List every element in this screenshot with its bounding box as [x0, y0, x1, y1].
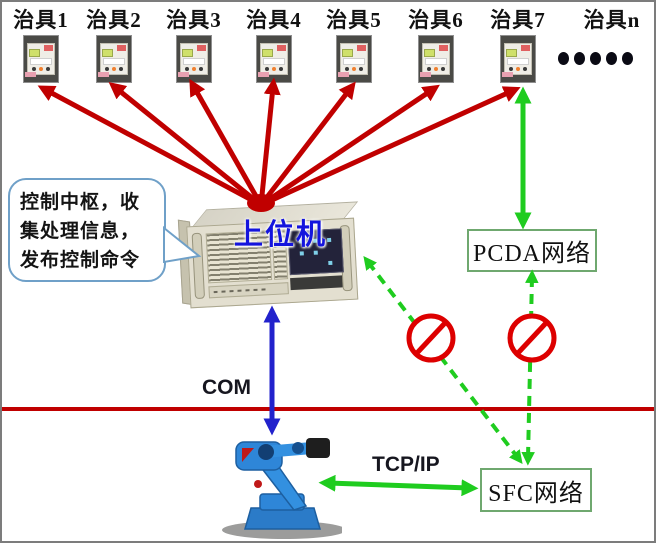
pcda-network-box: PCDA网络: [467, 229, 597, 272]
callout-line-1: 控制中枢，收: [20, 192, 141, 213]
device-red-tag: [521, 45, 530, 51]
jig-group-6: 治具6: [398, 8, 474, 83]
jig-group-7: 治具7: [480, 8, 556, 83]
device-pink-chip: [25, 72, 36, 77]
pc-display-led: [327, 237, 332, 243]
device-screen: [506, 49, 517, 57]
callout-line-2: 集处理信息，: [20, 221, 141, 242]
device-label-strip: [343, 58, 365, 65]
sfc-network-box: SFC网络: [480, 468, 592, 512]
device-red-tag: [357, 45, 366, 51]
jig-group-3: 治具3: [156, 8, 232, 83]
device-pink-chip: [178, 72, 189, 77]
callout-bubble: 控制中枢，收 集处理信息， 发布控制命令: [8, 178, 166, 282]
device-screen: [342, 49, 353, 57]
device-label-strip: [30, 58, 52, 65]
device-pink-chip: [98, 72, 109, 77]
device-leds: [427, 67, 445, 71]
device-leds: [105, 67, 123, 71]
device-label-strip: [263, 58, 285, 65]
jig-group-2: 治具2: [76, 8, 152, 83]
jig-device-icon: [418, 35, 454, 83]
device-leds: [345, 67, 363, 71]
jig-label-5: 治具5: [326, 8, 382, 32]
host-label: 上位机: [234, 219, 328, 251]
robot-red-detail: [242, 448, 254, 462]
jig-label-4: 治具4: [246, 8, 302, 32]
device-leds: [185, 67, 203, 71]
device-screen: [424, 49, 435, 57]
tcpip-arrow: [318, 474, 479, 497]
device-leds: [509, 67, 527, 71]
jig-device-icon: [23, 35, 59, 83]
jig-device-icon: [336, 35, 372, 83]
device-red-tag: [197, 45, 206, 51]
jig-device-icon: [176, 35, 212, 83]
host-sfc-dashed-arrow: [363, 255, 523, 465]
prohibition-icon: [507, 313, 557, 363]
callout-line-3: 发布控制命令: [20, 250, 141, 271]
robot-red-dot: [254, 480, 262, 488]
device-pink-chip: [258, 72, 269, 77]
robot-wrist: [306, 438, 330, 458]
device-pink-chip: [502, 72, 513, 77]
robot-arm-image: [222, 438, 342, 539]
jig-group-5: 治具5: [316, 8, 392, 83]
jig-group-4: 治具4: [236, 8, 312, 83]
device-red-tag: [117, 45, 126, 51]
pcda-sfc-dashed-arrow: [521, 269, 539, 466]
device-pink-chip: [338, 72, 349, 77]
device-red-tag: [44, 45, 53, 51]
device-label-strip: [103, 58, 125, 65]
jig-label-7: 治具7: [490, 8, 546, 32]
device-label-strip: [183, 58, 205, 65]
jig-device-icon: [256, 35, 292, 83]
device-label-strip: [425, 58, 447, 65]
robot-wrist-joint: [292, 442, 304, 454]
device-leds: [32, 67, 50, 71]
jig-label-6: 治具6: [408, 8, 464, 32]
jig-label-n: 治具n: [583, 8, 641, 32]
jig-group-n: 治具n: [574, 8, 650, 32]
jig-label-2: 治具2: [86, 8, 142, 32]
device-screen: [102, 49, 113, 57]
robot-elbow-joint: [258, 444, 274, 460]
device-screen: [29, 49, 40, 57]
pc-display-led: [328, 260, 333, 266]
prohibition-icon: [406, 313, 456, 363]
device-leds: [265, 67, 283, 71]
pc-handle-left: [191, 232, 206, 300]
jig-device-icon: [500, 35, 536, 83]
device-red-tag: [277, 45, 286, 51]
device-screen: [262, 49, 273, 57]
device-label-strip: [507, 58, 529, 65]
device-screen: [182, 49, 193, 57]
jig-device-icon: [96, 35, 132, 83]
ellipsis-dots: [558, 52, 633, 65]
pc-logo-strip: [208, 282, 289, 299]
robot-base: [244, 507, 321, 530]
pc-drive-bay: [290, 275, 343, 291]
com-label: COM: [202, 376, 251, 399]
jig-label-3: 治具3: [166, 8, 222, 32]
jig-group-1: 治具1: [3, 8, 79, 83]
jig-label-1: 治具1: [13, 8, 69, 32]
device-red-tag: [439, 45, 448, 51]
device-pink-chip: [420, 72, 431, 77]
tcpip-label: TCP/IP: [372, 453, 440, 476]
